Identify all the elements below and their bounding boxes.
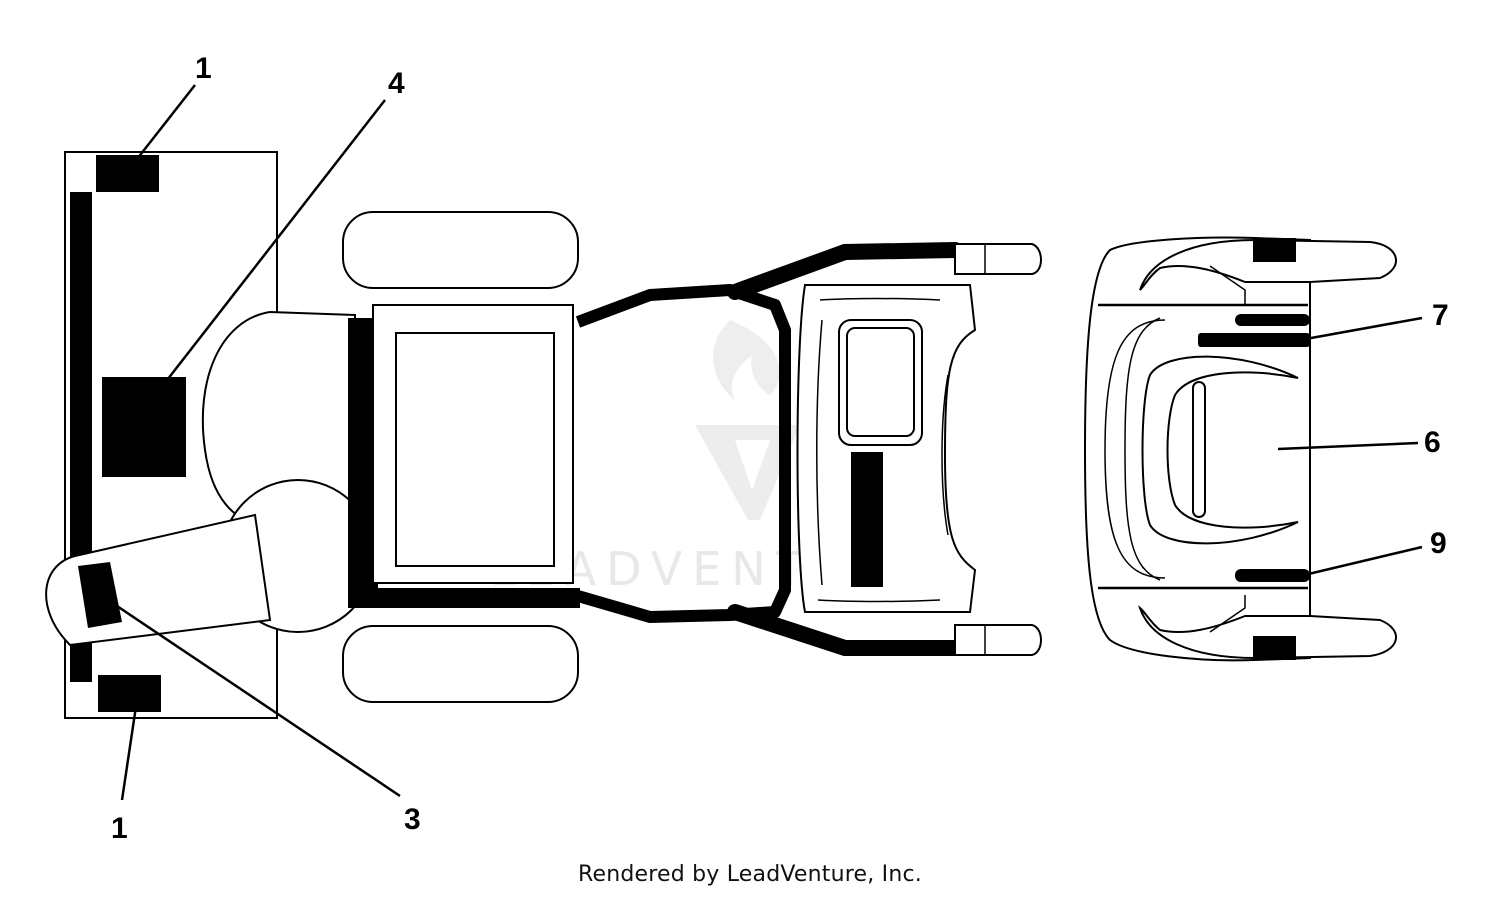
decal-7b xyxy=(1198,333,1310,347)
decal-4 xyxy=(102,377,186,477)
callout-6: 6 xyxy=(1424,426,1441,459)
decal-9 xyxy=(1235,569,1310,582)
footer-credit: Rendered by LeadVenture, Inc. xyxy=(578,862,922,887)
handlebar-frame xyxy=(575,242,1042,656)
lever xyxy=(45,513,272,647)
leader-lines xyxy=(107,84,1423,801)
callout-3: 3 xyxy=(404,803,421,836)
skid-block-top xyxy=(1253,238,1296,262)
callout-4: 4 xyxy=(388,67,405,100)
callout-labels: 1 1 3 4 6 7 9 xyxy=(111,52,1449,845)
callout-1-bottom: 1 xyxy=(111,812,128,845)
auger-housing xyxy=(1083,236,1397,662)
main-body xyxy=(348,304,580,608)
decal-1-top xyxy=(96,155,159,192)
skid-block-bottom xyxy=(1253,636,1296,660)
callout-1-top: 1 xyxy=(195,52,212,85)
decal-3 xyxy=(78,562,122,628)
decal-1-bottom xyxy=(98,675,161,712)
control-panel xyxy=(796,284,977,613)
panel-decal xyxy=(851,452,883,587)
callout-7: 7 xyxy=(1432,299,1449,332)
decal-7a xyxy=(1235,314,1310,326)
callout-9: 9 xyxy=(1430,527,1447,560)
wheel-top xyxy=(342,211,579,289)
wheel-bottom xyxy=(342,625,579,703)
